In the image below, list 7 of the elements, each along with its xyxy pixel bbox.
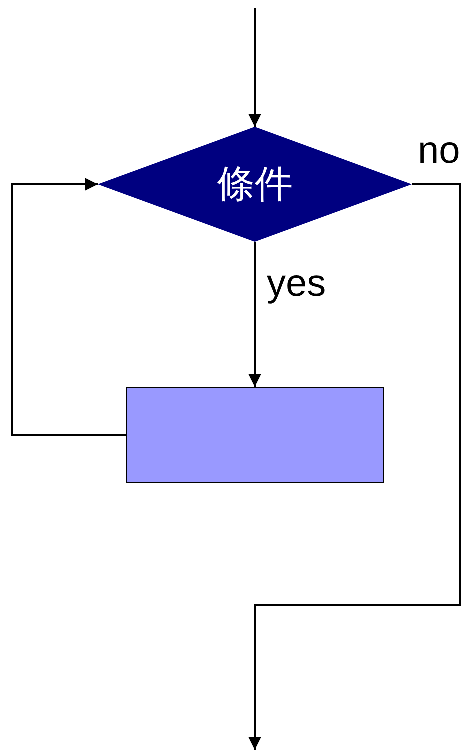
arrow [248,242,262,387]
condition-label: 條件 [217,161,293,208]
process-box [126,387,384,483]
arrow [11,178,126,436]
decision-diamond [98,127,412,242]
arrow [248,184,461,750]
arrow [248,8,262,127]
